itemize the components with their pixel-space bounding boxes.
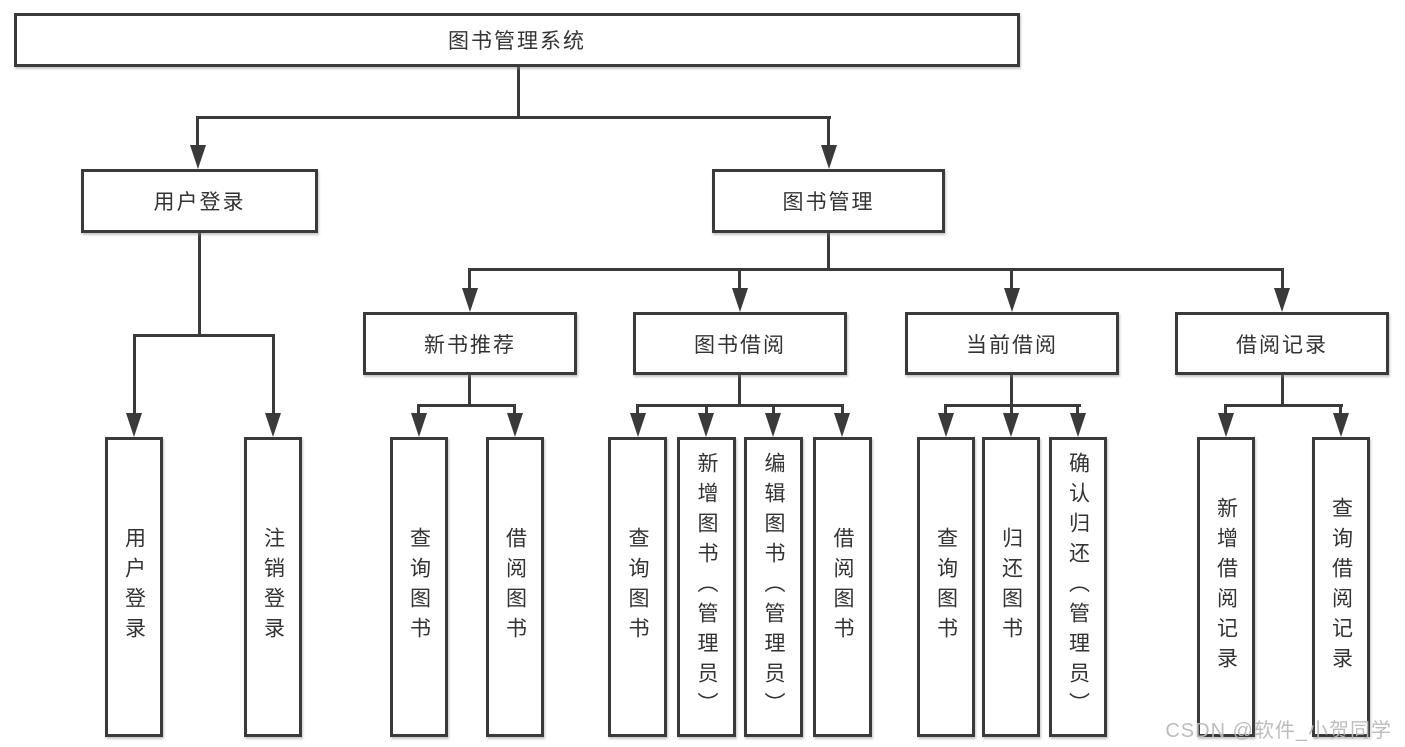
- leaf-bb-add-book-admin-label: 新增图书（管理员）: [695, 452, 718, 722]
- leaf-user-login: 用户登录: [105, 437, 163, 737]
- node-root: 图书管理系统: [14, 13, 1020, 67]
- connector-stem-book-borrow: [738, 268, 741, 292]
- node-user-login: 用户登录: [81, 169, 318, 233]
- connector-stem-current-borrow: [1010, 268, 1013, 292]
- connector-stem-nb-borrow: [513, 404, 516, 416]
- connector-new-book-drop: [468, 375, 471, 407]
- arrowhead-nb-query: [411, 413, 427, 437]
- leaf-br-query-record-label: 查询借阅记录: [1329, 497, 1353, 677]
- arrowhead-nb-borrow: [507, 413, 523, 437]
- leaf-bb-edit-book-admin: 编辑图书（管理员）: [744, 437, 803, 737]
- connector-root-drop: [517, 67, 520, 118]
- node-borrow-records: 借阅记录: [1175, 312, 1389, 375]
- connector-stem-bb-query: [636, 404, 639, 416]
- node-book-borrow-label: 图书借阅: [694, 333, 786, 357]
- node-new-book-recommend-label: 新书推荐: [424, 333, 516, 357]
- node-book-borrow: 图书借阅: [633, 312, 847, 375]
- connector-stem-borrow-records: [1281, 268, 1284, 292]
- leaf-logout: 注销登录: [244, 437, 302, 737]
- connector-stem-cb-query: [944, 404, 947, 416]
- leaf-nb-query-book-label: 查询图书: [407, 527, 431, 647]
- arrowhead-borrow-records: [1274, 288, 1290, 312]
- arrowhead-cb-confirm: [1070, 413, 1086, 437]
- arrowhead-current-borrow: [1004, 288, 1020, 312]
- connector-stem-bb-edit: [772, 404, 775, 416]
- connector-stem-cb-return: [1010, 404, 1013, 416]
- arrowhead-new-book: [462, 288, 478, 312]
- leaf-bb-query-book-label: 查询图书: [626, 527, 649, 647]
- arrowhead-leaf-login: [126, 413, 142, 437]
- arrowhead-bb-edit: [765, 413, 781, 437]
- leaf-user-login-label: 用户登录: [122, 527, 146, 647]
- connector-new-book-hbar: [419, 404, 516, 407]
- node-book-management-label: 图书管理: [782, 191, 875, 214]
- connector-stem-book-management: [827, 116, 830, 148]
- connector-book-borrow-hbar: [638, 404, 843, 407]
- connector-stem-bb-add: [705, 404, 708, 416]
- connector-borrow-records-drop: [1281, 375, 1284, 407]
- connector-book-management-drop: [827, 233, 830, 271]
- connector-stem-br-add: [1224, 404, 1227, 416]
- node-root-label: 图书管理系统: [448, 30, 586, 53]
- connector-current-borrow-drop: [1010, 375, 1013, 407]
- arrowhead-book-borrow: [732, 288, 748, 312]
- connector-stem-user-login: [196, 116, 199, 148]
- connector-stem-leaf-logout: [272, 334, 275, 415]
- leaf-bb-query-book: 查询图书: [608, 437, 667, 737]
- leaf-cb-return-book: 归还图书: [982, 437, 1040, 737]
- node-borrow-records-label: 借阅记录: [1236, 333, 1328, 357]
- leaf-bb-edit-book-admin-label: 编辑图书（管理员）: [762, 452, 785, 722]
- connector-stem-new-book: [468, 268, 471, 292]
- connector-stem-nb-query: [417, 404, 420, 416]
- leaf-bb-add-book-admin: 新增图书（管理员）: [677, 437, 736, 737]
- leaf-cb-query-book: 查询图书: [917, 437, 975, 737]
- arrowhead-leaf-logout: [265, 413, 281, 437]
- connector-level1-hbar: [197, 116, 831, 119]
- leaf-cb-query-book-label: 查询图书: [934, 527, 958, 647]
- leaf-nb-borrow-book: 借阅图书: [486, 437, 544, 737]
- connector-level2-hbar: [470, 268, 1283, 271]
- connector-user-login-hbar: [134, 334, 275, 337]
- connector-book-borrow-drop: [738, 375, 741, 407]
- watermark-text: CSDN @软件_小贺同学: [1165, 720, 1392, 742]
- connector-stem-leaf-login: [133, 334, 136, 415]
- arrowhead-cb-query: [938, 413, 954, 437]
- leaf-br-add-record-label: 新增借阅记录: [1214, 497, 1238, 677]
- leaf-logout-label: 注销登录: [261, 527, 285, 647]
- node-book-management: 图书管理: [712, 169, 945, 233]
- node-current-borrow-label: 当前借阅: [966, 333, 1058, 357]
- node-user-login-label: 用户登录: [153, 191, 246, 214]
- arrowhead-bb-borrow: [834, 413, 850, 437]
- arrowhead-cb-return: [1003, 413, 1019, 437]
- arrowhead-bb-add: [698, 413, 714, 437]
- connector-stem-bb-borrow: [841, 404, 844, 416]
- leaf-cb-confirm-return-admin: 确认归还（管理员）: [1049, 437, 1107, 737]
- leaf-bb-borrow-book-label: 借阅图书: [831, 527, 854, 647]
- node-current-borrow: 当前借阅: [905, 312, 1119, 375]
- arrowhead-user-login: [190, 145, 206, 169]
- leaf-bb-borrow-book: 借阅图书: [813, 437, 872, 737]
- leaf-cb-return-book-label: 归还图书: [999, 527, 1023, 647]
- arrowhead-br-query: [1333, 413, 1349, 437]
- arrowhead-book-management: [821, 145, 837, 169]
- connector-user-login-drop: [198, 233, 201, 337]
- leaf-cb-confirm-return-admin-label: 确认归还（管理员）: [1066, 452, 1090, 722]
- leaf-br-add-record: 新增借阅记录: [1197, 437, 1255, 737]
- connector-borrow-records-hbar: [1226, 404, 1343, 407]
- leaf-br-query-record: 查询借阅记录: [1312, 437, 1370, 737]
- leaf-nb-borrow-book-label: 借阅图书: [503, 527, 527, 647]
- connector-stem-br-query: [1339, 404, 1342, 416]
- connector-current-borrow-hbar: [946, 404, 1081, 407]
- node-new-book-recommend: 新书推荐: [363, 312, 577, 375]
- arrowhead-bb-query: [630, 413, 646, 437]
- leaf-nb-query-book: 查询图书: [390, 437, 448, 737]
- arrowhead-br-add: [1218, 413, 1234, 437]
- connector-stem-cb-confirm: [1076, 404, 1079, 416]
